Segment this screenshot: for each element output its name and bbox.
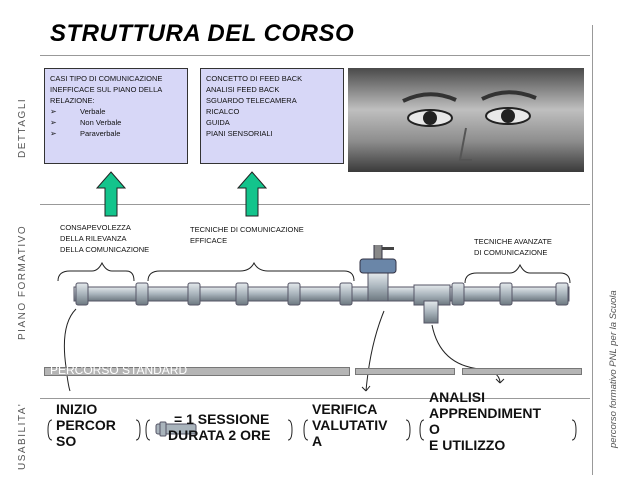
divider-top	[40, 55, 590, 56]
usability-inizio: INIZIO PERCOR SO	[56, 401, 116, 449]
percorso-bar-segment	[462, 368, 582, 375]
eyes-photo	[348, 68, 584, 172]
side-label-usabilita: USABILITA'	[17, 402, 28, 470]
usability-line: VALUTATIV	[312, 417, 388, 433]
box2-line: ANALISI FEED BACK	[206, 85, 280, 94]
pipe-label-tecniche-avanzate: TECNICHE AVANZATE DI COMUNICAZIONE	[474, 236, 552, 258]
pipe-label-line: DELLA COMUNICAZIONE	[60, 245, 150, 254]
details-box-feedback: CONCETTO DI FEED BACK ANALISI FEED BACK …	[200, 68, 344, 164]
usability-line: DURATA 2 ORE	[168, 427, 271, 443]
pipe-label-line: DI COMUNICAZIONE	[474, 248, 548, 257]
side-label-piano-formativo: PIANO FORMATIVO	[17, 224, 28, 340]
eyes-illustration	[402, 90, 537, 161]
divider-middle	[40, 204, 590, 205]
divider-right	[592, 25, 593, 475]
pipe-label-line: DELLA RILEVANZA	[60, 234, 127, 243]
page-title: STRUTTURA DEL CORSO	[50, 20, 355, 47]
usability-line: O	[429, 421, 440, 437]
box1-list: Verbale Non Verbale Paraverbale	[50, 106, 182, 139]
usability-sessione: = 1 SESSIONE DURATA 2 ORE	[168, 411, 270, 443]
percorso-standard-bar	[44, 367, 350, 376]
usability-line: INIZIO	[56, 401, 98, 417]
box1-list-item: Verbale	[50, 106, 182, 117]
vertical-footer: percorso formativo PNL per la Scuola	[608, 290, 619, 448]
divider-bottom	[40, 398, 590, 399]
usability-line: = 1 SESSIONE	[174, 411, 270, 427]
usability-verifica: VERIFICA VALUTATIV A	[312, 401, 387, 449]
percorso-bar-segment	[355, 368, 455, 375]
pipe-label-tecniche: TECNICHE DI COMUNICAZIONE EFFICACE	[190, 224, 304, 246]
side-label-dettagli: DETTAGLI	[17, 97, 28, 158]
up-arrow-icon	[95, 171, 127, 217]
pipe-label-line: TECNICHE DI COMUNICAZIONE	[190, 225, 304, 234]
usability-line: PERCOR	[56, 417, 116, 433]
pipe-label-line: TECNICHE AVANZATE	[474, 237, 552, 246]
usability-line: VERIFICA	[312, 401, 378, 417]
usability-line: APPRENDIMENT	[429, 405, 542, 421]
usability-analisi: ANALISI APPRENDIMENT O E UTILIZZO	[429, 389, 541, 453]
usability-line: A	[312, 433, 323, 449]
usability-line: E UTILIZZO	[429, 437, 506, 453]
box2-line: RICALCO	[206, 107, 240, 116]
usability-line: ANALISI	[429, 389, 485, 405]
pipe-label-consapevolezza: CONSAPEVOLEZZA DELLA RILEVANZA DELLA COM…	[60, 222, 149, 255]
box1-list-item: Paraverbale	[50, 128, 182, 139]
box1-line: CASI TIPO DI COMUNICAZIONE	[50, 74, 163, 83]
pipeline-diagram	[57, 245, 571, 392]
usability-line: SO	[56, 433, 77, 449]
percorso-standard-label: PERCORSO STANDARD	[50, 363, 188, 377]
box1-line: INEFFICACE SUL PIANO DELLA	[50, 85, 163, 94]
box1-line: RELAZIONE:	[50, 96, 95, 105]
box2-line: SGUARDO TELECAMERA	[206, 96, 297, 105]
usability-brackets	[47, 419, 577, 441]
pipe-label-line: EFFICACE	[190, 236, 228, 245]
details-box-communication: CASI TIPO DI COMUNICAZIONE INEFFICACE SU…	[44, 68, 188, 164]
box2-line: GUIDA	[206, 118, 230, 127]
box2-line: PIANI SENSORIALI	[206, 129, 273, 138]
box1-list-item: Non Verbale	[50, 117, 182, 128]
box2-line: CONCETTO DI FEED BACK	[206, 74, 303, 83]
pipe-label-line: CONSAPEVOLEZZA	[60, 223, 131, 232]
up-arrow-icon	[236, 171, 268, 217]
